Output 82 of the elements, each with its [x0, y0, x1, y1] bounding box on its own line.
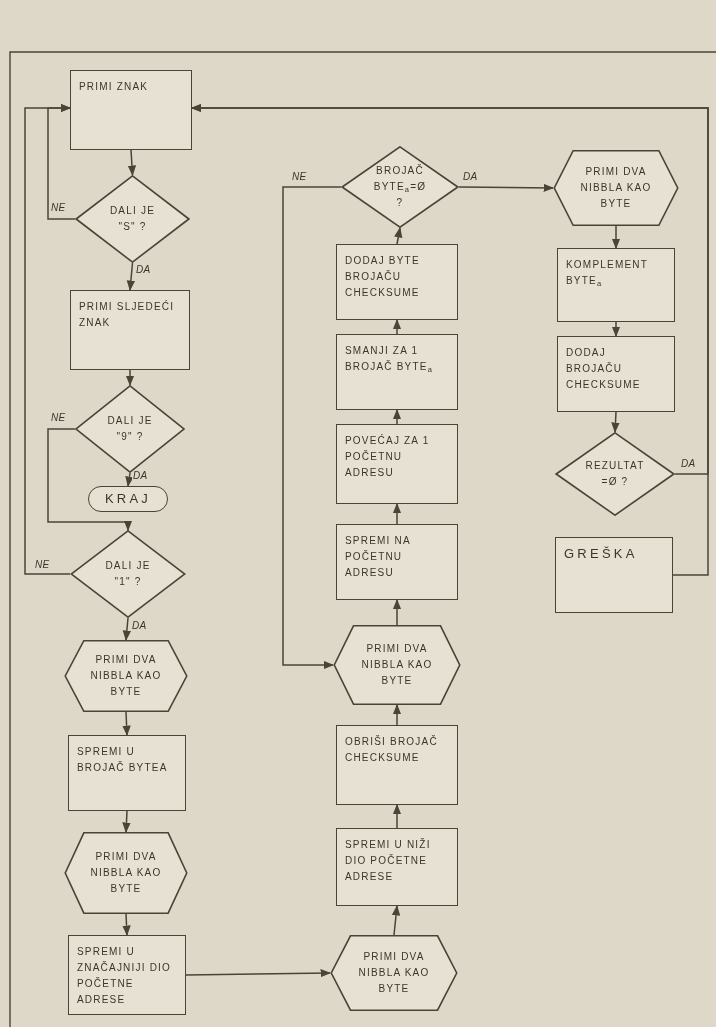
arrow: [392, 318, 402, 335]
edge-label: DA: [131, 621, 148, 631]
node-text: PRIMI DVA NIBBLA KAO BYTE: [357, 950, 431, 996]
arrow: [122, 617, 132, 642]
arrow: [611, 411, 620, 434]
arrow: [392, 502, 402, 525]
arrow: [611, 225, 621, 250]
process-box: [557, 248, 675, 322]
edge-label: DA: [132, 471, 149, 481]
process-box: [68, 735, 186, 811]
arrow: [185, 968, 332, 978]
node-text: PRIMI DVA NIBBLA KAO BYTE: [579, 165, 653, 211]
decision-diamond: [75, 175, 190, 263]
arrow: [611, 321, 621, 338]
node-text: BROJAČ BYTE$_{a}$=Ø ?: [372, 163, 428, 210]
node-text: OBRIŠI BROJAČ CHECKSUME: [345, 734, 439, 765]
arrow: [392, 803, 402, 829]
node-text: REZULTAT =Ø ?: [584, 459, 646, 489]
input-hexagon: [64, 832, 188, 914]
process-box: [336, 725, 458, 805]
process-box: [70, 70, 192, 150]
node-text: DODAJ BYTE BROJAČU CHECKSUME: [345, 254, 421, 300]
arrow: [47, 428, 133, 532]
edge-label: DA: [135, 265, 152, 275]
arrow: [282, 186, 342, 670]
process-box: [336, 334, 458, 410]
arrow: [394, 226, 403, 245]
node-text: SPREMI U NIŽI DIO POČETNE ADRESE: [345, 837, 432, 884]
arrow: [125, 472, 134, 488]
node-text: SPREMI U ZNAČAJNIJI DIO POČETNE ADRESE: [77, 945, 173, 1007]
process-box: [336, 524, 458, 600]
node-text: PRIMI DVA NIBBLA KAO BYTE: [360, 642, 434, 688]
arrow: [392, 408, 402, 425]
edge-label: NE: [50, 413, 67, 423]
edge-label: DA: [462, 172, 479, 182]
process-box: [336, 828, 458, 906]
decision-diamond: [75, 385, 185, 473]
input-hexagon: [64, 640, 188, 712]
edge-label: DA: [680, 459, 697, 469]
node-text: SMANJI ZA 1 BROJAČ BYTE$_{a}$: [345, 344, 435, 375]
arrow: [392, 598, 402, 626]
node-text: DALI JE "1" ?: [104, 559, 152, 589]
node-text: GREŠKA: [564, 546, 638, 562]
process-box: [68, 935, 186, 1015]
node-text: PRIMI ZNAK: [79, 80, 149, 94]
node-text: SPREMI NA POČETNU ADRESU: [345, 534, 412, 580]
input-hexagon: [333, 625, 461, 705]
process-box: [336, 244, 458, 320]
arrow: [126, 262, 136, 292]
process-box: [70, 290, 190, 370]
process-box: [336, 424, 458, 504]
node-text: DALI JE "9" ?: [106, 414, 154, 444]
arrow: [122, 913, 131, 937]
process-box: [557, 336, 675, 412]
edge-label: NE: [34, 560, 51, 570]
edge-label: NE: [291, 172, 308, 182]
node-text: SPREMI U BROJAČ BYTEA: [77, 745, 169, 775]
arrow: [392, 703, 402, 726]
arrow: [122, 810, 131, 834]
node-text: KRAJ: [104, 491, 152, 507]
node-text: PRIMI SLJEDEĆI ZNAK: [79, 299, 176, 330]
node-text: POVEĆAJ ZA 1 POČETNU ADRESU: [345, 433, 431, 480]
decision-diamond: [555, 432, 675, 516]
arrow: [458, 183, 555, 193]
decision-diamond: [70, 530, 186, 618]
edge-label: NE: [50, 203, 67, 213]
input-hexagon: [553, 150, 679, 226]
input-hexagon: [330, 935, 458, 1011]
terminal-box: [88, 486, 168, 512]
process-box: [555, 537, 673, 613]
arrow: [125, 369, 135, 387]
node-text: PRIMI DVA NIBBLA KAO BYTE: [89, 850, 163, 896]
arrow: [190, 103, 709, 576]
node-text: DODAJ BROJAČU CHECKSUME: [566, 346, 642, 392]
decision-diamond: [341, 146, 459, 228]
node-text: DALI JE "S" ?: [108, 204, 157, 234]
node-text: KOMPLEMENT BYTE$_{a}$: [566, 258, 649, 289]
arrow: [24, 103, 72, 575]
arrow: [127, 149, 137, 177]
arrow: [391, 904, 401, 936]
arrow: [122, 711, 131, 737]
node-text: PRIMI DVA NIBBLA KAO BYTE: [89, 653, 163, 699]
